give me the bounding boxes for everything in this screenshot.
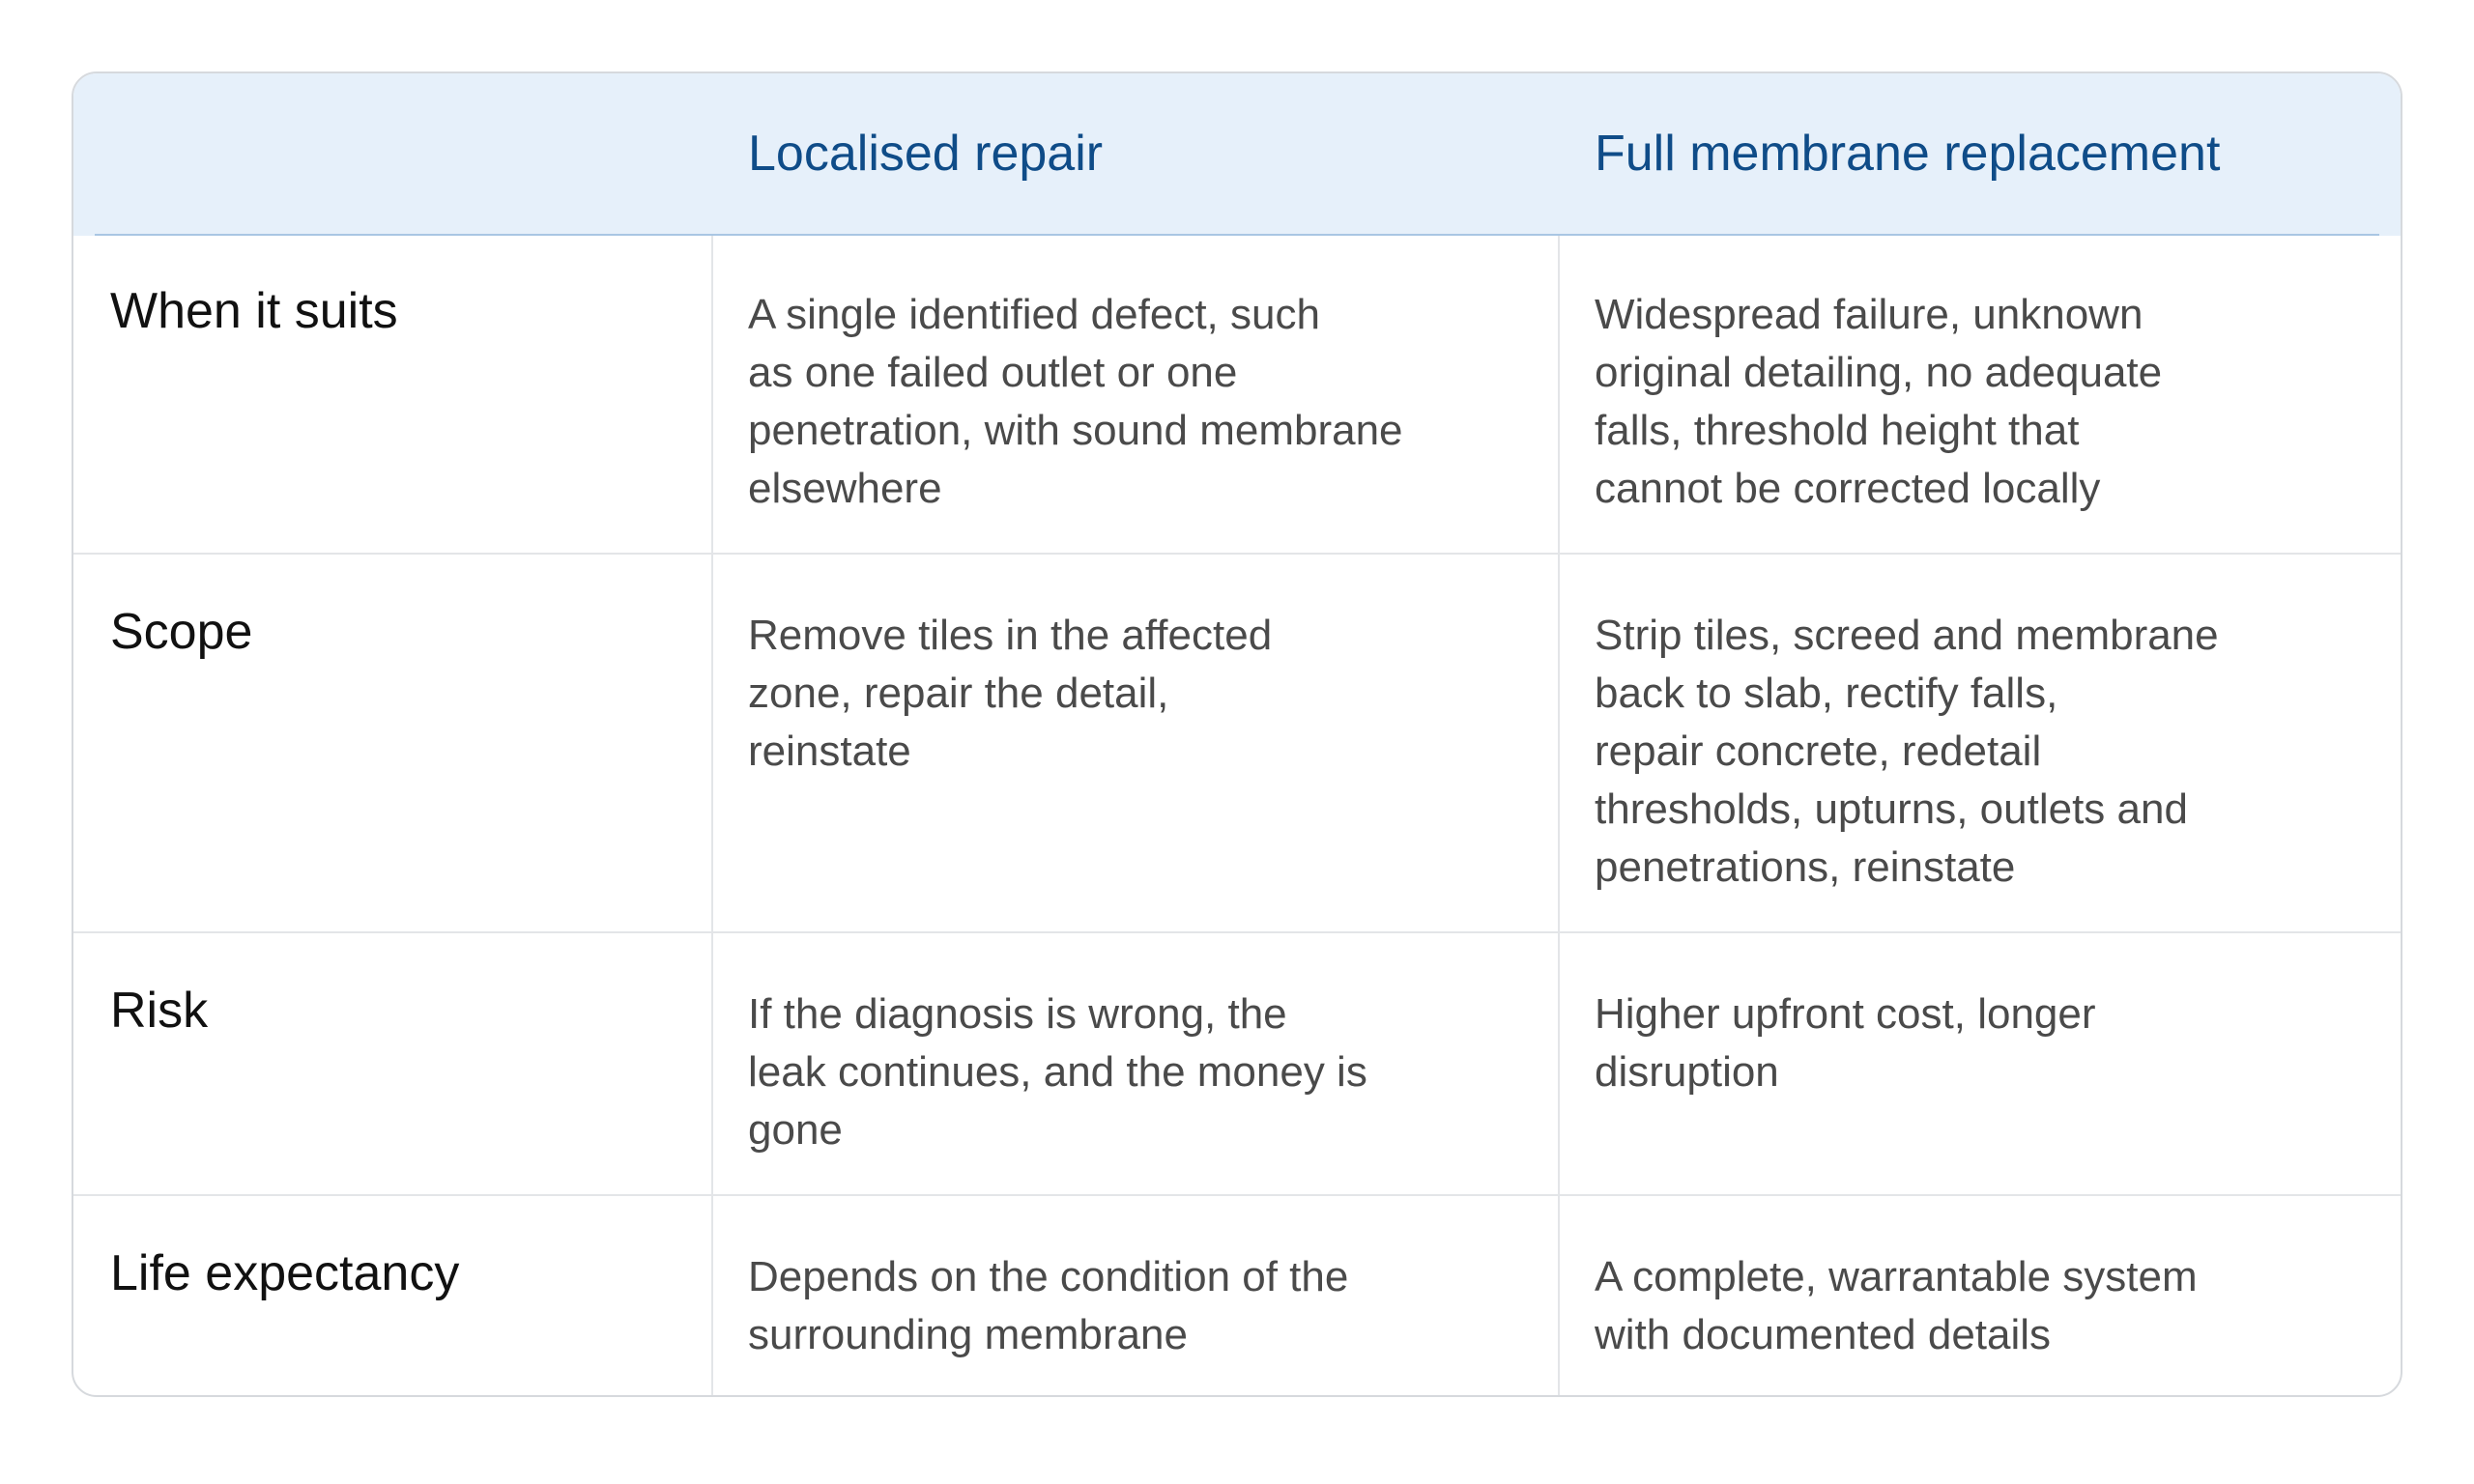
row-label-when-it-suits: When it suits: [110, 283, 398, 339]
cell-localised-scope: Remove tiles in the affected zone, repai…: [748, 612, 1273, 775]
column-divider: [711, 236, 713, 1395]
row-label-risk: Risk: [110, 983, 209, 1039]
cell-localised-when-it-suits: A single identified defect, such as one …: [748, 291, 1403, 512]
row-label-scope: Scope: [110, 604, 253, 660]
cell-full-life-expectancy: A complete, warrantable system with docu…: [1595, 1253, 2198, 1358]
table-header: Localised repair Full membrane replaceme…: [73, 73, 2401, 236]
cell-localised-risk: If the diagnosis is wrong, the leak cont…: [748, 990, 1367, 1154]
header-localised-repair: Localised repair: [748, 126, 1104, 182]
row-label-life-expectancy: Life expectancy: [110, 1245, 460, 1301]
header-divider: [95, 234, 2379, 236]
row-divider: [73, 1194, 2401, 1196]
column-divider: [1558, 236, 1560, 1395]
comparison-table: Localised repair Full membrane replaceme…: [72, 71, 2402, 1397]
row-divider: [73, 931, 2401, 933]
cell-full-risk: Higher upfront cost, longer disruption: [1595, 990, 2096, 1096]
header-full-membrane-replacement: Full membrane replacement: [1595, 126, 2221, 182]
cell-full-scope: Strip tiles, screed and membrane back to…: [1595, 612, 2219, 891]
row-divider: [73, 553, 2401, 555]
cell-full-when-it-suits: Widespread failure, unknown original det…: [1595, 291, 2163, 512]
cell-localised-life-expectancy: Depends on the condition of the surround…: [748, 1253, 1349, 1358]
